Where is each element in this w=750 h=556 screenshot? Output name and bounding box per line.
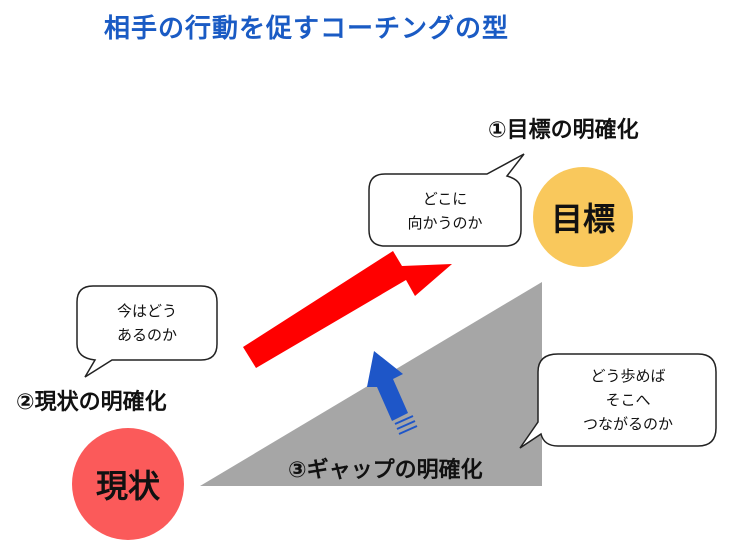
gap-arrow [367,351,418,435]
goal-bubble-line: どこに [422,190,468,208]
current-circle-label: 現状 [95,467,160,505]
page-title: 相手の行動を促すコーチングの型 [104,14,510,44]
gap-step-label: ③ギャップの明確化 [288,458,483,483]
gap-bubble-line: つながるのか [582,415,673,433]
current-circle: 現状 [72,428,184,540]
goal-step-label: ①目標の明確化 [488,118,639,143]
progress-arrow [243,251,452,368]
current-bubble-line: あるのか [116,326,177,344]
gap-bubble-line: そこへ [605,391,651,409]
gap-bubble-text: どう歩めば そこへ つながるのか [544,364,712,436]
goal-circle: 目標 [533,167,633,267]
goal-circle-label: 目標 [550,200,615,238]
current-step-label: ②現状の明確化 [16,390,167,415]
goal-bubble-text: どこに 向かうのか [372,187,518,235]
goal-speech-bubble [368,153,525,247]
current-bubble-line: 今はどう [116,302,177,320]
gap-speech-bubble [519,353,717,449]
current-speech-bubble [76,285,218,378]
gap-bubble-line: どう歩めば [590,367,666,385]
current-bubble-text: 今はどう あるのか [80,299,214,347]
goal-bubble-line: 向かうのか [407,214,483,232]
